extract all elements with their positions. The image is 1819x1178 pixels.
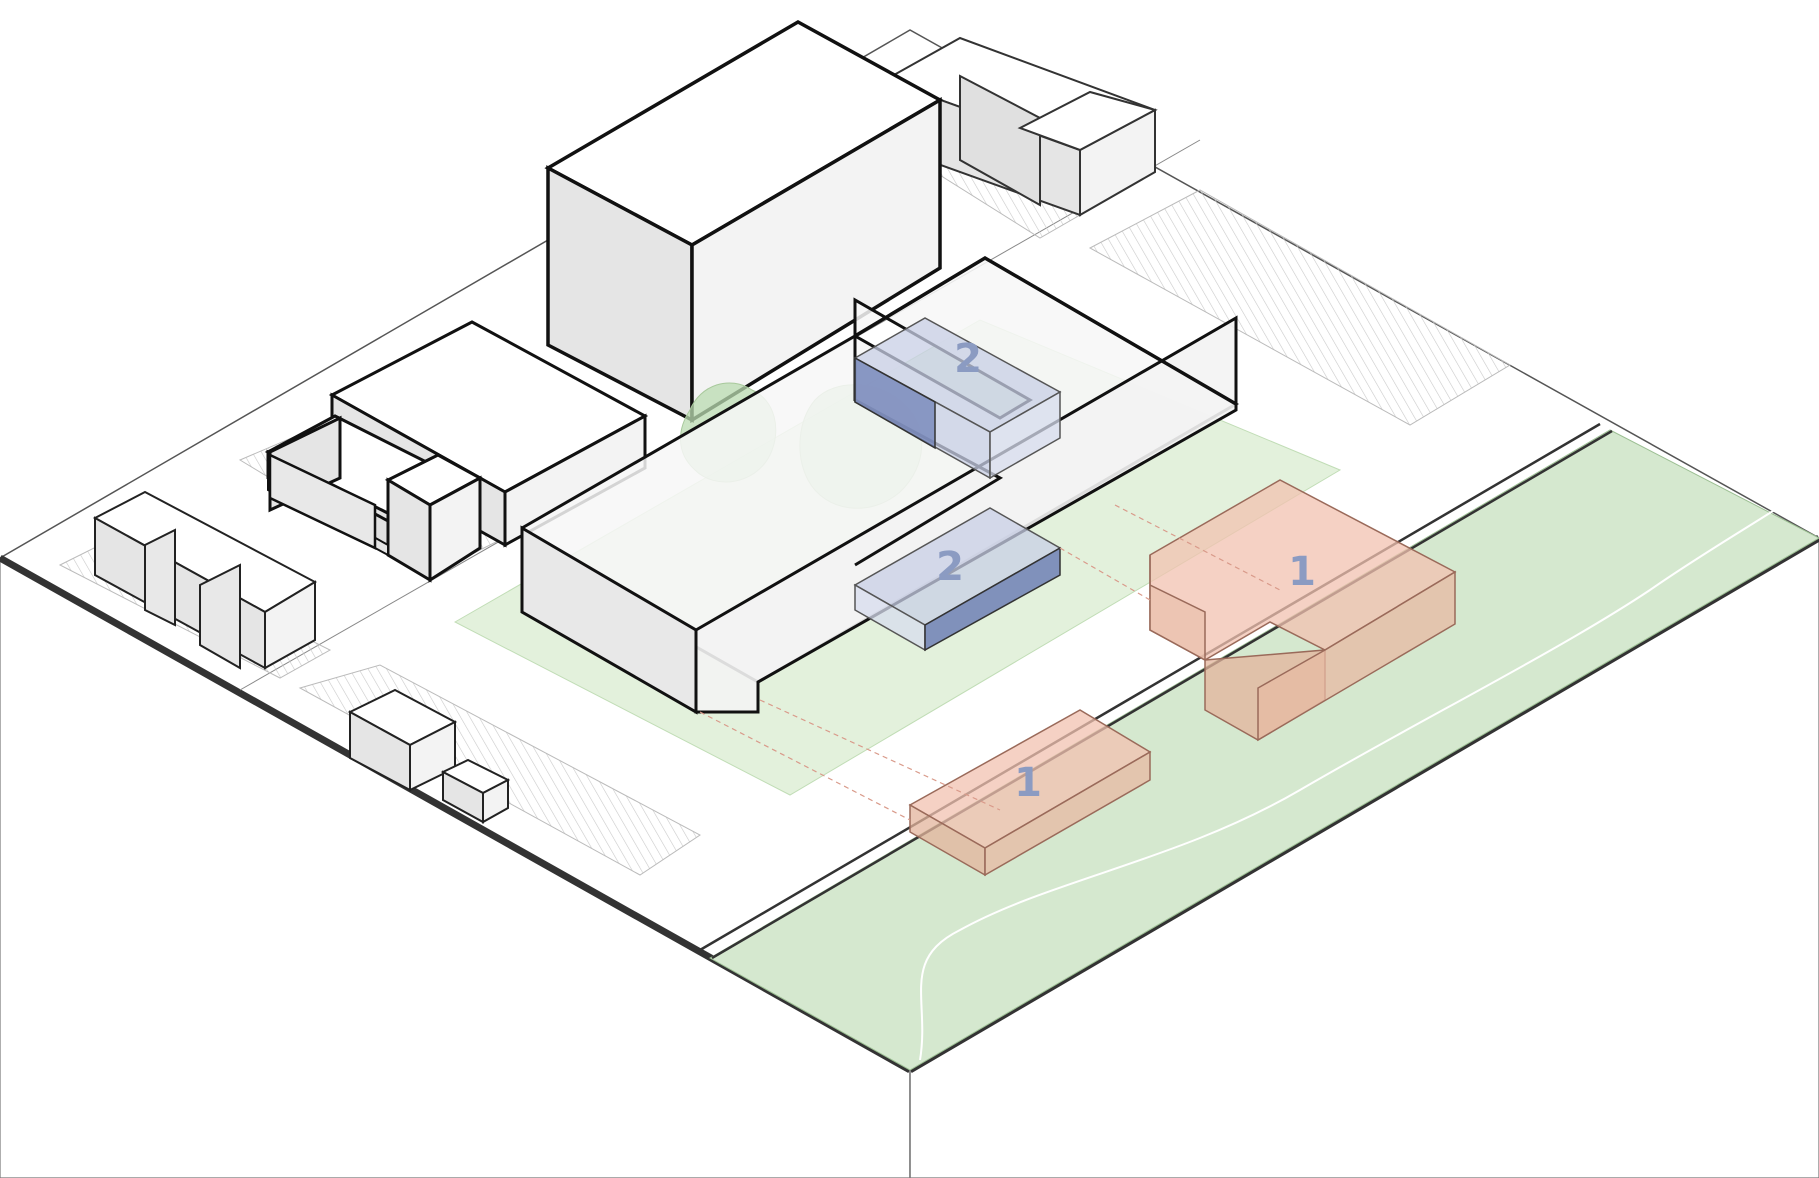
zone-2-label-lower: 2 — [936, 544, 964, 590]
zone-1-label-front: 1 — [1014, 760, 1042, 806]
zone-2-label-upper: 2 — [954, 336, 982, 382]
zone-1-label-right: 1 — [1288, 549, 1316, 595]
